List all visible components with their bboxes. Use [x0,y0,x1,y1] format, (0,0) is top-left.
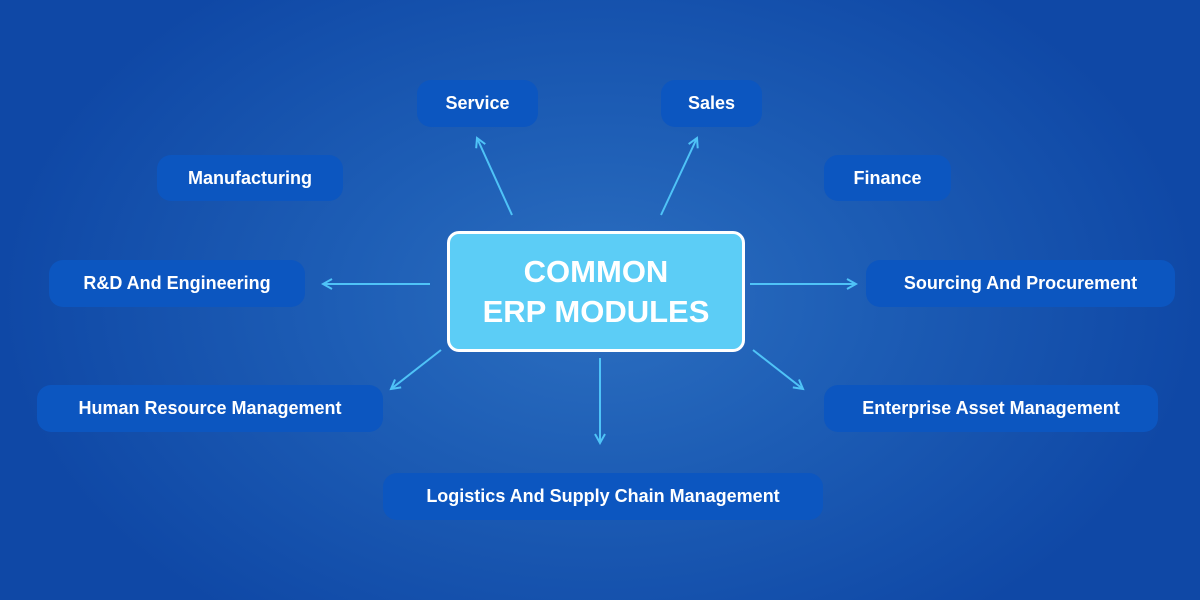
module-manufacturing: Manufacturing [157,155,343,201]
central-node: COMMON ERP MODULES [447,231,745,352]
module-logistics-supply-chain: Logistics And Supply Chain Management [383,473,823,520]
module-service: Service [417,80,538,127]
module-rnd-engineering: R&D And Engineering [49,260,305,307]
arrow-service [477,138,513,216]
module-finance: Finance [824,155,951,201]
module-sourcing-procurement: Sourcing And Procurement [866,260,1175,307]
center-title-line1: COMMON [523,253,669,289]
arrow-eam [752,349,803,389]
arrow-hr [391,349,442,389]
module-sales: Sales [661,80,762,127]
arrow-sales [660,138,697,216]
module-human-resource: Human Resource Management [37,385,383,432]
module-enterprise-asset: Enterprise Asset Management [824,385,1158,432]
center-title-line2: ERP MODULES [482,293,710,329]
